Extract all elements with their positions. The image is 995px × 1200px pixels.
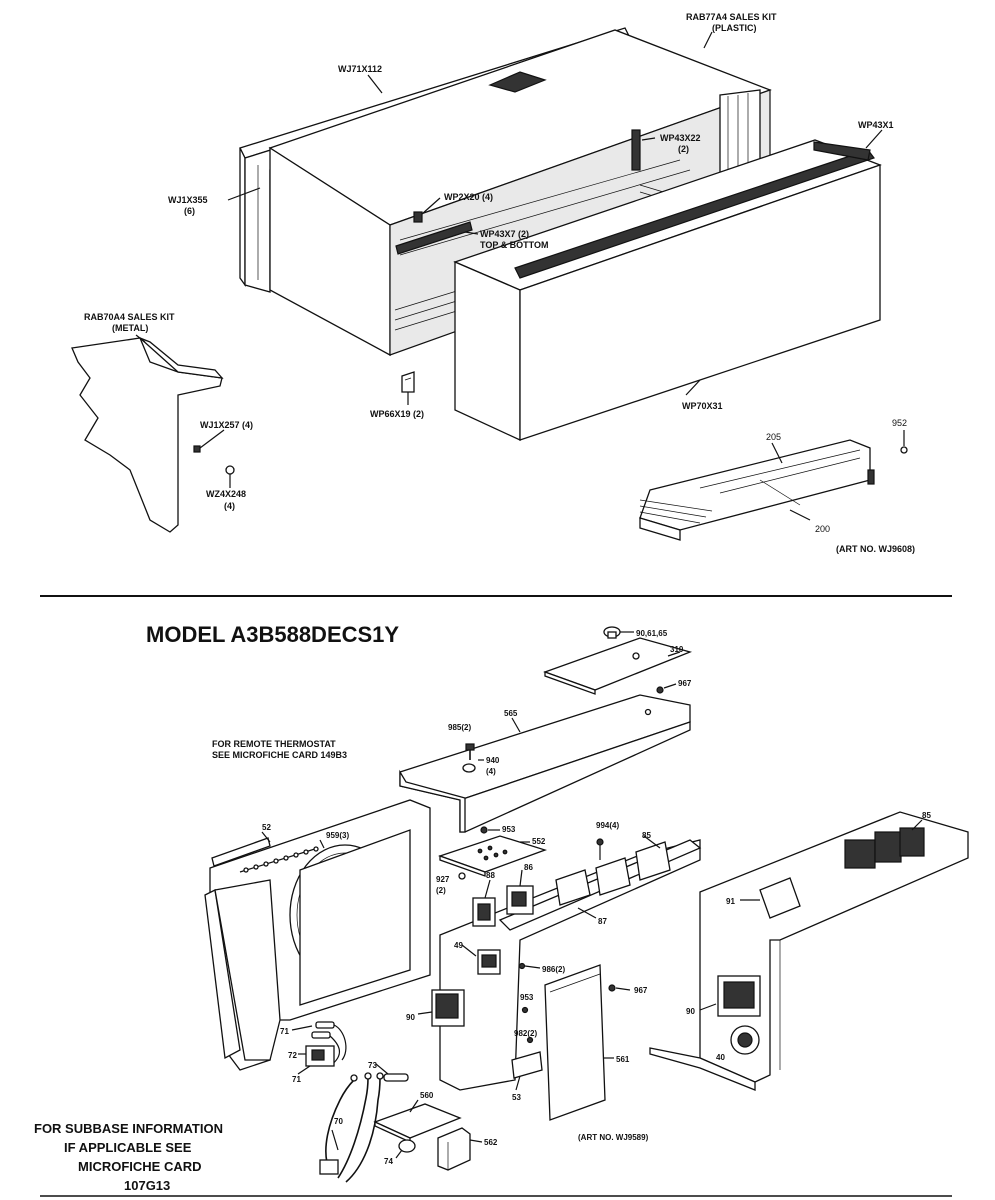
label-953-mid: 953 xyxy=(520,993,534,1002)
note-microfiche: SEE MICROFICHE CARD 149B3 xyxy=(212,750,347,760)
label-73: 73 xyxy=(368,1061,377,1070)
plate-310 xyxy=(543,626,693,695)
label-71-top: 71 xyxy=(280,1027,289,1036)
power-cord xyxy=(319,1063,409,1183)
label-560: 560 xyxy=(420,1091,434,1100)
control-panel xyxy=(417,835,702,1091)
label-967-top: 967 xyxy=(678,679,692,688)
label-wz4x248-qty: (4) xyxy=(224,501,235,511)
label-art-no-bottom: (ART NO. WJ9589) xyxy=(578,1133,649,1142)
label-53: 53 xyxy=(512,1093,521,1102)
cover-561 xyxy=(544,964,631,1121)
label-wj1x257: WJ1X257 (4) xyxy=(200,420,253,430)
label-90-61-65: 90,61,65 xyxy=(636,629,668,638)
capacitor-cluster-85 xyxy=(844,827,925,869)
label-wj1x355: WJ1X355 xyxy=(168,195,208,205)
label-wp66x19: WP66X19 (2) xyxy=(370,409,424,419)
plate-552 xyxy=(438,826,548,877)
label-49: 49 xyxy=(454,941,463,950)
label-967-mid: 967 xyxy=(634,986,648,995)
label-sales-kit-plastic: RAB77A4 SALES KIT xyxy=(686,12,777,22)
label-wz4x248: WZ4X248 xyxy=(206,489,246,499)
label-310: 310 xyxy=(670,645,684,654)
label-940-qty: (4) xyxy=(486,767,496,776)
label-wp43x7: WP43X7 (2) xyxy=(480,229,529,239)
front-panel xyxy=(453,139,882,442)
note-remote-thermostat: FOR REMOTE THERMOSTAT xyxy=(212,739,336,749)
label-205: 205 xyxy=(766,432,781,442)
label-wp43x7-sub: TOP & BOTTOM xyxy=(480,240,549,250)
bracket-560 xyxy=(373,1099,462,1159)
label-85-right: 85 xyxy=(922,811,931,820)
label-85-center: 85 xyxy=(642,831,651,840)
label-71-bottom: 71 xyxy=(292,1075,301,1084)
label-88: 88 xyxy=(486,871,495,880)
label-wj71x112: WJ71X112 xyxy=(338,64,382,74)
label-982: 982(2) xyxy=(514,1029,537,1038)
label-wp70x31: WP70X31 xyxy=(682,401,723,411)
label-wj1x355-qty: (6) xyxy=(184,206,195,216)
fan-shroud xyxy=(204,799,431,1071)
label-wp43x1: WP43X1 xyxy=(858,120,894,130)
wire-harness xyxy=(291,1021,347,1075)
bracket-565 xyxy=(399,683,691,833)
label-87: 87 xyxy=(598,917,607,926)
top-leaders xyxy=(135,31,883,521)
label-561: 561 xyxy=(616,1055,630,1064)
bracket-562 xyxy=(437,1127,483,1171)
label-sales-kit-metal-sub: (METAL) xyxy=(112,323,148,333)
label-940: 940 xyxy=(486,756,500,765)
label-74: 74 xyxy=(384,1157,393,1166)
subbase-note-line1: FOR SUBBASE INFORMATION xyxy=(34,1121,223,1136)
transformer-90-left xyxy=(431,989,465,1027)
part-40 xyxy=(730,1025,760,1055)
label-927-qty: (2) xyxy=(436,886,446,895)
label-52: 52 xyxy=(262,823,271,832)
label-wp2x20: WP2X20 (4) xyxy=(444,192,493,202)
part-91 xyxy=(759,877,801,919)
screw-row-959 xyxy=(239,846,319,873)
label-91: 91 xyxy=(726,897,735,906)
label-sales-kit-plastic-sub: (PLASTIC) xyxy=(712,23,757,33)
subbase-note-line4: 107G13 xyxy=(124,1178,170,1193)
label-72: 72 xyxy=(288,1051,297,1060)
label-40: 40 xyxy=(716,1053,725,1062)
label-wp43x22-qty: (2) xyxy=(678,144,689,154)
model-title: MODEL A3B588DECS1Y xyxy=(146,622,399,647)
right-chassis xyxy=(649,811,969,1091)
label-927: 927 xyxy=(436,875,450,884)
label-953-top: 953 xyxy=(502,825,516,834)
label-art-no-top: (ART NO. WJ9608) xyxy=(836,544,915,554)
switch-87 xyxy=(555,841,671,906)
metal-side-panel xyxy=(71,337,235,533)
bottom-rail xyxy=(639,430,908,541)
label-986: 986(2) xyxy=(542,965,565,974)
subbase-note-line2: IF APPLICABLE SEE xyxy=(64,1140,192,1155)
label-86: 86 xyxy=(524,863,533,872)
relay-49 xyxy=(477,949,501,975)
label-959: 959(3) xyxy=(326,831,349,840)
switch-86 xyxy=(506,885,534,915)
label-wp43x22: WP43X22 xyxy=(660,133,701,143)
bottom-section: MODEL A3B588DECS1Y FOR REMOTE THERMOSTAT… xyxy=(34,622,969,1193)
label-994: 994(4) xyxy=(596,821,619,830)
label-565: 565 xyxy=(504,709,518,718)
label-562: 562 xyxy=(484,1138,498,1147)
label-70: 70 xyxy=(334,1117,343,1126)
label-952: 952 xyxy=(892,418,907,428)
label-90-left: 90 xyxy=(406,1013,415,1022)
label-552: 552 xyxy=(532,837,546,846)
transformer-90-right xyxy=(717,975,761,1017)
top-section: RAB77A4 SALES KIT (PLASTIC) WJ71X112 WP4… xyxy=(71,12,915,554)
label-90-right: 90 xyxy=(686,1007,695,1016)
label-985: 985(2) xyxy=(448,723,471,732)
label-sales-kit-metal: RAB70A4 SALES KIT xyxy=(84,312,175,322)
label-200: 200 xyxy=(815,524,830,534)
clip-wp66x19 xyxy=(401,371,415,393)
switch-88 xyxy=(472,897,496,927)
subbase-note-line3: MICROFICHE CARD xyxy=(78,1159,202,1174)
